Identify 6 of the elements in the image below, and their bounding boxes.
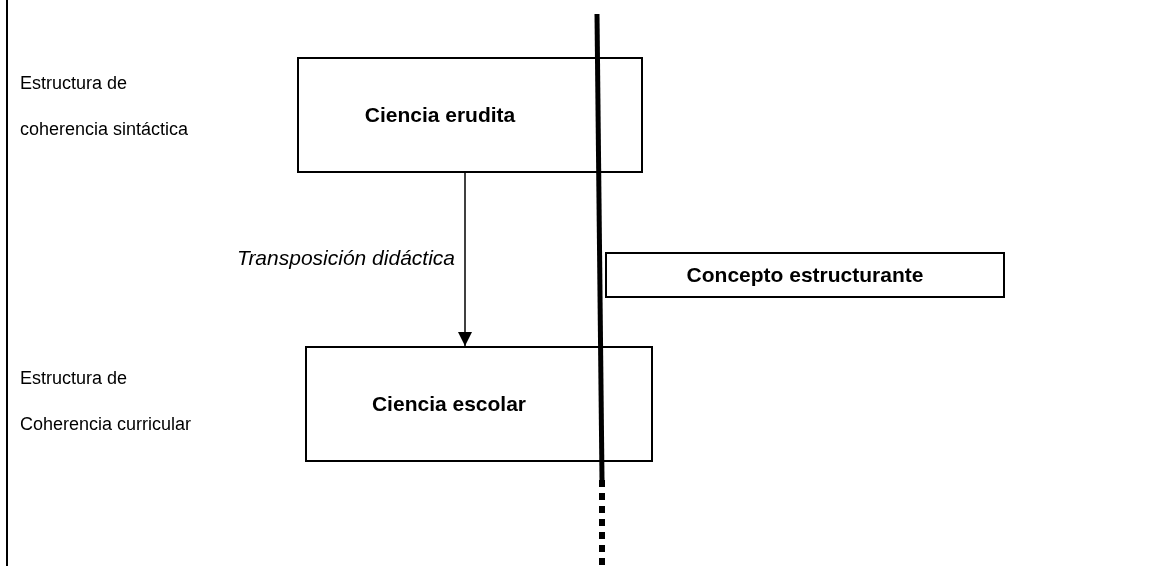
concept-box: Ciencia escolar — [305, 346, 653, 462]
side-label: Estructura de coherencia sintáctica — [20, 72, 190, 141]
concept-box: Concepto estructurante — [605, 252, 1005, 298]
arrow — [458, 172, 472, 347]
side-label: Estructura de Coherencia curricular — [20, 367, 193, 436]
concept-box: Ciencia erudita — [297, 57, 643, 173]
